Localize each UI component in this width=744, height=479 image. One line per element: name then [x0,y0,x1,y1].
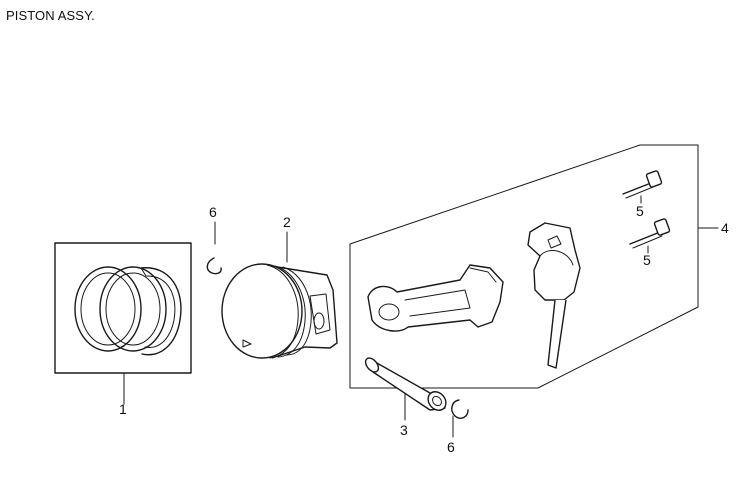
pin-end-near [364,357,380,373]
connecting-rod[interactable] [367,264,504,332]
cap-bearing-arc [539,250,574,266]
bolt-shank-upper-edge [625,186,654,199]
cap-body [527,222,581,301]
piston-ring-set[interactable] [54,242,192,374]
ring-gap [140,267,147,277]
pin-bore-far [432,395,442,407]
ring-inner-1 [80,272,136,346]
piston[interactable] [221,263,338,359]
rod-bolt-lower[interactable] [629,218,671,249]
callout-6-lower: 6 [447,439,455,455]
clip-upper[interactable] [206,257,222,275]
ring-outer-2 [99,266,167,352]
rod-assy-frame [349,144,699,389]
callout-4: 4 [721,220,729,236]
bolt-shank-lower [629,231,661,245]
ring-groove-1 [266,264,299,359]
callout-5-upper: 5 [636,203,644,219]
arrow-mark [242,339,252,348]
rod-cap[interactable] [527,222,581,369]
clip-lower[interactable] [451,399,469,419]
small-end-bore [378,303,400,321]
callout-1: 1 [119,401,127,417]
cap-lug [547,235,562,249]
ring-groove-2 [274,265,306,358]
callout-2: 2 [283,214,291,230]
bolt-shank-upper [622,182,652,195]
bolt-shank-lower-edge [632,235,663,249]
callout-6-upper: 6 [209,204,217,220]
ring-inner-3 [144,275,176,349]
rod-beam [404,289,471,317]
oil-dipper [547,299,567,369]
callout-5-lower: 5 [643,252,651,268]
page-title: PISTON ASSY. [6,8,95,23]
bolt-head-upper [645,170,663,188]
piston-crown [221,263,303,359]
ring-inner-2 [105,272,161,346]
piston-pin[interactable] [363,356,450,414]
ring-groove-3 [282,266,312,356]
bolt-head-lower [653,218,671,236]
rod-body [367,264,504,332]
pin-end-far [427,391,447,411]
callout-3: 3 [400,422,408,438]
ring-outer-1 [74,266,142,352]
pin-bore [313,312,325,330]
ring-set-frame [54,242,192,374]
ring-outer-3 [140,267,182,356]
rod-bolt-upper[interactable] [622,170,663,199]
big-end-edge [469,267,497,283]
